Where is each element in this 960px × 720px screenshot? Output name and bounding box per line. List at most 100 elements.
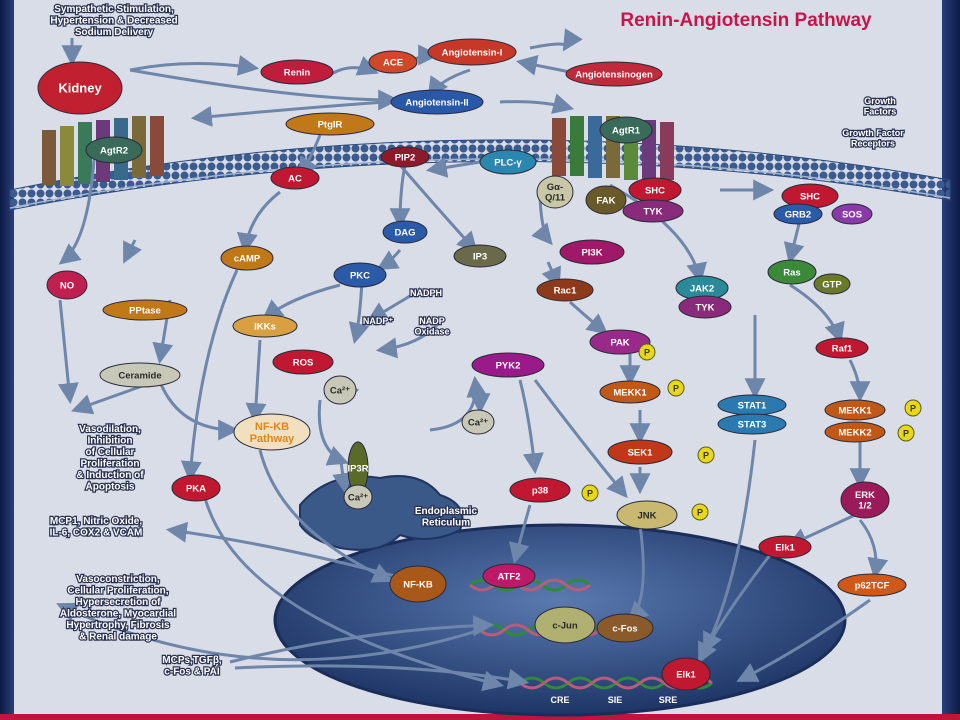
node-shape-pi3k <box>559 239 625 265</box>
node-label-atf2: ATF2 <box>497 571 520 582</box>
arrow-8 <box>499 93 575 114</box>
node-label-nfkb-pathway-1: Pathway <box>250 433 296 445</box>
node-nfkb: NF-KB <box>389 565 447 603</box>
node-label-stat1: STAT1 <box>738 400 767 411</box>
arrow-4 <box>529 28 583 52</box>
node-atf2: ATF2 <box>482 563 536 589</box>
node-shape-ca3 <box>343 484 373 510</box>
node-shape-rac1 <box>536 278 594 302</box>
node-shape-nfkb-pathway <box>233 413 311 451</box>
arrow-43 <box>203 497 505 692</box>
node-pi3k: PI3K <box>559 239 625 265</box>
node-label-ca2: Ca²⁺ <box>468 417 488 428</box>
note-line-mcps-1: c-Fos & PAI <box>164 667 220 678</box>
arrow-22 <box>366 294 411 323</box>
node-label-ras: Ras <box>783 267 800 278</box>
bottom-accent-bar <box>0 714 960 720</box>
node-shape-agtr1 <box>599 116 653 144</box>
arrow-39 <box>71 383 146 415</box>
node-ras: Ras <box>767 259 817 285</box>
node-label-pi3k: PI3K <box>581 247 602 258</box>
arrow-23 <box>375 321 442 359</box>
node-shape-ros <box>272 349 334 375</box>
arrow-9 <box>129 68 400 111</box>
node-cfos: c-Fos <box>596 613 654 643</box>
node-gq: Gα-Q/11 <box>536 175 574 209</box>
node-stat3: STAT3 <box>717 413 787 435</box>
node-label-angiotensinogen: Angiotensinogen <box>575 69 653 80</box>
note-mcp1: MCP1, Nitric Oxide,IL-6, COX2 & VCAM <box>48 515 143 540</box>
node-pyk2: PYK2 <box>471 352 545 378</box>
node-shape-pkc <box>333 262 387 288</box>
node-jnk: JNK <box>616 500 678 530</box>
arrow-52 <box>508 504 532 565</box>
node-ca1: Ca²⁺ <box>323 375 357 405</box>
note-line-vasoconstriction-1: Cellular Proliferation, <box>67 586 168 597</box>
node-shape-ikks <box>232 314 298 338</box>
note-line-vasodilation-4: & Induction of <box>76 470 144 481</box>
node-fak: FAK <box>585 185 627 215</box>
node-ip3: IP3 <box>453 244 507 268</box>
node-label-sek1: SEK1 <box>628 447 654 458</box>
node-no: NO <box>46 270 88 300</box>
note-vasoconstriction: Vasoconstriction,Cellular Proliferation,… <box>59 573 178 644</box>
node-shape-mekk1-b <box>824 399 886 421</box>
node-label-pak: PAK <box>610 337 629 348</box>
node-label-stat3: STAT3 <box>738 419 767 430</box>
pathway-nodes: KidneyReninACEAngiotensin-IAngiotensinog… <box>37 38 922 705</box>
note-line-growth-factors-0: Growth <box>864 96 896 106</box>
phosphate-badge-4: P <box>904 399 922 417</box>
arrow-58 <box>56 602 481 662</box>
node-shape-atf2 <box>482 563 536 589</box>
phosphate-label-5: P <box>903 429 909 439</box>
node-label-shc1: SHC <box>645 185 665 196</box>
node-p62tcf: p62TCF <box>837 573 907 597</box>
node-shape-grb2 <box>773 203 823 225</box>
node-shape-angiotensinogen <box>565 61 663 87</box>
node-shape-raf1 <box>815 337 869 359</box>
node-plc: PLC-γ <box>479 149 537 175</box>
note-line-mcps-0: MCPs,TGFβ, <box>162 655 222 666</box>
node-renin: Renin <box>260 59 334 85</box>
note-line-growth-factor-receptors-1: Receptors <box>851 138 895 148</box>
arrow-27 <box>568 300 609 335</box>
node-shape-stat3 <box>717 413 787 435</box>
node-label-gtp: GTP <box>822 279 842 290</box>
node-label-jak2: JAK2 <box>690 283 714 294</box>
node-label-ca3: Ca²⁺ <box>348 492 368 503</box>
node-label-nfkb-pathway-0: NF-KB <box>255 421 289 433</box>
node-label-nfkb: NF-KB <box>403 579 433 590</box>
node-mekk2: MEKK2 <box>824 421 886 443</box>
phosphate-label-2: P <box>703 451 709 461</box>
node-cjun: c-Jun <box>534 606 596 644</box>
node-shape-pka <box>171 474 221 502</box>
node-mekk1-b: MEKK1 <box>824 399 886 421</box>
pathway-notes: Sympathetic Stimulation,Hypertension & D… <box>48 3 905 679</box>
node-shape-ras <box>767 259 817 285</box>
node-shape-tyk1 <box>622 199 684 223</box>
node-shape-fak <box>585 185 627 215</box>
phosphate-badge-2: P <box>697 446 715 464</box>
phosphate-badge-0: P <box>581 484 599 502</box>
node-label-ac: AC <box>288 173 302 184</box>
arrow-15 <box>609 183 707 285</box>
arrow-55 <box>703 439 757 654</box>
phosphate-badge-6: P <box>638 343 656 361</box>
arrow-50 <box>533 379 628 499</box>
node-shc1: SHC <box>628 177 682 203</box>
node-tyk1: TYK <box>622 199 684 223</box>
node-pak: PAK <box>589 329 651 355</box>
node-shape-sos <box>831 203 873 225</box>
note-line-vasodilation-0: Vasodilation, <box>79 424 141 435</box>
node-shape-dag <box>382 220 428 244</box>
node-shape-pip2 <box>380 146 430 168</box>
arrow-2 <box>329 56 379 77</box>
node-label-tyk1: TYK <box>644 206 663 217</box>
node-agtr1: AgtR1 <box>599 116 653 144</box>
arrow-57 <box>165 521 411 582</box>
note-line-growth-factor-receptors-0: Growth Factor <box>842 128 904 138</box>
